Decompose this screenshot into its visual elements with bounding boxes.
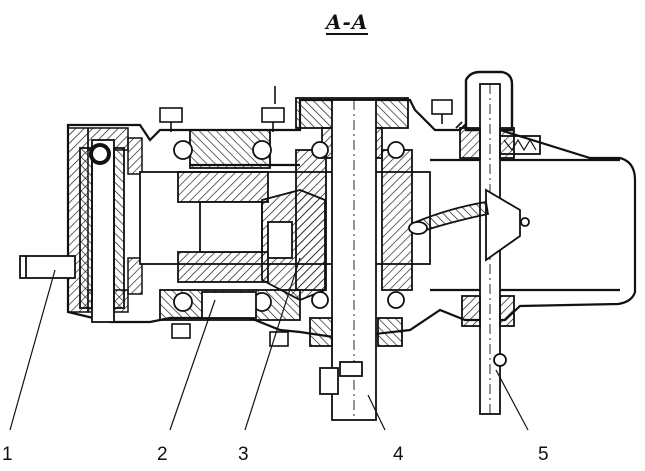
callout-2: 2: [157, 444, 168, 465]
shaft-4: [295, 97, 413, 421]
callout-1: 1: [2, 444, 13, 465]
bolts: [159, 86, 453, 347]
section-title: A-A: [326, 10, 369, 35]
leader-lines: [9, 257, 529, 431]
shaft-1: [19, 139, 125, 323]
callout-4: 4: [393, 444, 404, 465]
shift-rod-5: [408, 70, 541, 415]
callout-3: 3: [238, 444, 249, 465]
callout-5: 5: [538, 444, 549, 465]
